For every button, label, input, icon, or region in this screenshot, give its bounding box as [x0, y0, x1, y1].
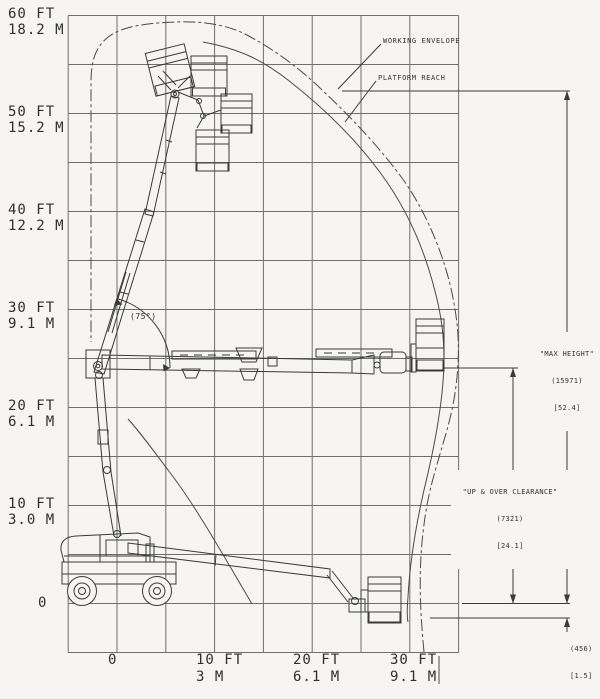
pivot-tower [85, 349, 111, 379]
arrowhead [564, 594, 570, 604]
platform-position-outreach [415, 318, 445, 372]
max-height-dimension: "MAX HEIGHT" (15971) [52.4] [532, 332, 600, 431]
working-envelope-leader [337, 43, 382, 90]
below-grade-dimension: (456) [1.5] [570, 627, 598, 699]
platform-position-a [144, 43, 196, 97]
platform-position-c [220, 93, 253, 134]
riser-arms [85, 349, 122, 538]
minimum-reach-curve [127, 418, 253, 605]
platform-reach-curve [127, 41, 445, 623]
arrowhead [564, 618, 570, 627]
arrowhead [510, 594, 516, 604]
boom-angle-label: (75°) [130, 312, 157, 321]
boom-lift-chassis [60, 532, 177, 606]
platform-position-below-grade [367, 576, 402, 624]
arrowhead [510, 368, 516, 377]
main-boom-elevated [93, 43, 253, 375]
x-axis-label-0: 0 [108, 652, 118, 668]
arrowhead [564, 91, 570, 100]
main-boom-horizontal [101, 318, 445, 381]
jib-links [157, 70, 222, 129]
working-envelope-label: WORKING ENVELOPE [383, 37, 461, 45]
turret [60, 532, 151, 563]
platform-position-d [195, 129, 230, 172]
grid-vertical-lines [67, 15, 460, 653]
y-axis-label-0: 0 [38, 595, 48, 611]
main-boom-below-grade [127, 542, 402, 624]
boom-rest [145, 543, 155, 563]
grid [67, 15, 460, 684]
platform-reach-label: PLATFORM REACH [378, 74, 446, 82]
platform-position-b [190, 55, 228, 97]
platform-reach-leader [344, 80, 377, 123]
up-over-clearance-dimension: "UP & OVER CLEARANCE" (7321) [24.1] [451, 470, 569, 569]
working-envelope-curve [90, 21, 459, 653]
wheels [67, 576, 172, 606]
callout-leaders [337, 43, 382, 123]
